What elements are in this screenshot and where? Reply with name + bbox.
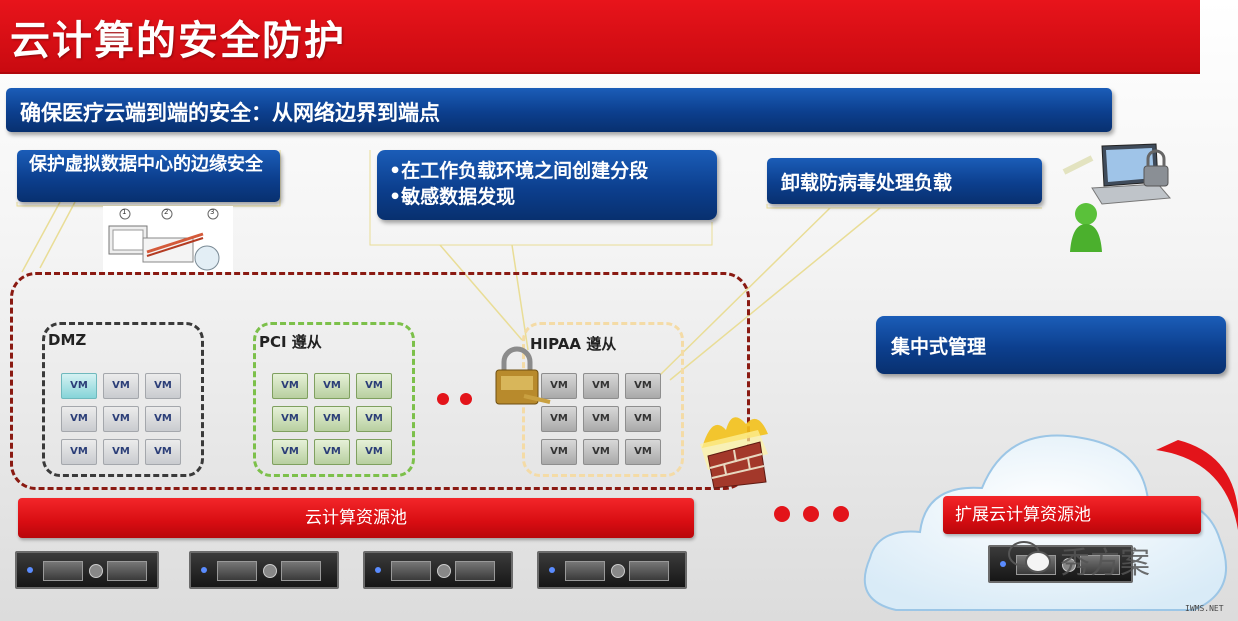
- server-unit: [363, 551, 513, 589]
- ellipsis-dot: [774, 506, 790, 522]
- pci-vm: VM: [356, 406, 392, 432]
- dmz-label: DMZ: [48, 331, 87, 349]
- resource-pool: 云计算资源池: [18, 498, 694, 538]
- hipaa-vm: VM: [541, 373, 577, 399]
- dmz-vm: VM: [145, 439, 181, 465]
- dmz-vm: VM: [61, 439, 97, 465]
- wechat-icon: [1008, 540, 1052, 576]
- callout-central-management: 集中式管理: [876, 316, 1226, 374]
- step-2: 2: [164, 208, 169, 216]
- pci-vm: VM: [272, 373, 308, 399]
- dmz-vm: VM: [103, 439, 139, 465]
- step-1: 1: [122, 208, 127, 216]
- pci-vm: VM: [356, 373, 392, 399]
- hipaa-label: HIPAA 遵从: [530, 335, 617, 353]
- page-title: 云计算的安全防护: [10, 18, 346, 64]
- dmz-vm: VM: [61, 406, 97, 432]
- dmz-zone: [42, 322, 204, 477]
- endpoint-security-icon: [1058, 138, 1178, 256]
- hipaa-vm: VM: [583, 406, 619, 432]
- server-unit: [15, 551, 159, 589]
- hipaa-vm: VM: [583, 439, 619, 465]
- hipaa-vm: VM: [541, 439, 577, 465]
- pci-vm: VM: [314, 406, 350, 432]
- pci-zone: [253, 322, 415, 477]
- callout-segmentation: •在工作负载环境之间创建分段 •敏感数据发现: [377, 150, 717, 220]
- dmz-vm: VM: [103, 373, 139, 399]
- callout-line-1: •在工作负载环境之间创建分段: [389, 160, 649, 182]
- edge-illustration: 1 2 3: [103, 206, 233, 272]
- pci-vm: VM: [356, 439, 392, 465]
- hipaa-vm: VM: [625, 439, 661, 465]
- hipaa-vm: VM: [625, 373, 661, 399]
- banner: 确保医疗云端到端的安全：从网络边界到端点: [6, 88, 1112, 132]
- padlock-icon: [484, 346, 554, 410]
- ellipsis-dot: [437, 393, 449, 405]
- pci-label: PCI 遵从: [259, 333, 322, 351]
- site-label: IWMS.NET: [1185, 604, 1224, 613]
- edge-illustration-icon: [108, 208, 220, 271]
- callout-line-2: •敏感数据发现: [389, 186, 516, 208]
- hipaa-vm: VM: [625, 406, 661, 432]
- ellipsis-dot: [460, 393, 472, 405]
- extended-resource-pool: 扩展云计算资源池: [943, 496, 1201, 534]
- title-bar: 云计算的安全防护: [0, 0, 1200, 74]
- watermark-text: 秀方案: [1060, 546, 1150, 581]
- pci-vm: VM: [272, 406, 308, 432]
- hipaa-vm: VM: [583, 373, 619, 399]
- firewall-icon: [694, 408, 774, 490]
- dmz-vm: VM: [61, 373, 97, 399]
- dmz-vm: VM: [103, 406, 139, 432]
- server-unit: [537, 551, 687, 589]
- virtual-datacenter-zone: [10, 272, 750, 490]
- dmz-vm: VM: [145, 406, 181, 432]
- server-unit: [189, 551, 339, 589]
- ellipsis-dot: [803, 506, 819, 522]
- callout-edge-security: 保护虚拟数据中心的边缘安全: [17, 150, 280, 202]
- pci-vm: VM: [314, 373, 350, 399]
- step-3: 3: [210, 208, 215, 216]
- callout-antivirus: 卸载防病毒处理负载: [767, 158, 1042, 204]
- hipaa-vm: VM: [541, 406, 577, 432]
- pci-vm: VM: [314, 439, 350, 465]
- ellipsis-dot: [833, 506, 849, 522]
- dmz-vm: VM: [145, 373, 181, 399]
- pci-vm: VM: [272, 439, 308, 465]
